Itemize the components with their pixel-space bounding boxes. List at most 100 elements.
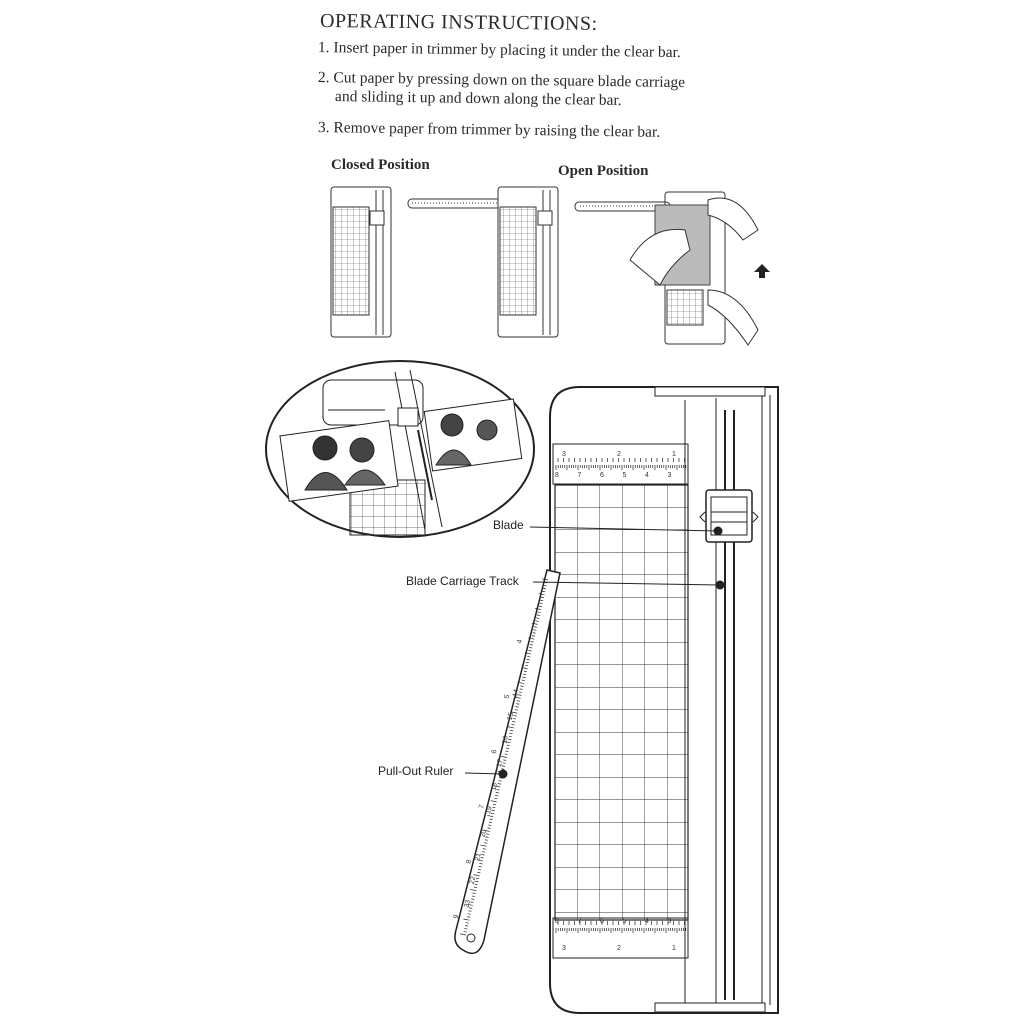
- scale-tick: [464, 925, 469, 927]
- scale-tick: [528, 650, 532, 652]
- scale-number: 23: [463, 899, 472, 908]
- scale-tick: [495, 792, 499, 794]
- scale-tick: [512, 721, 516, 723]
- scale-tick: [529, 644, 534, 646]
- scale-tick: [459, 933, 467, 936]
- scale-number: 5: [623, 472, 627, 479]
- scale-tick: [496, 789, 500, 791]
- scale-number: 6: [491, 749, 499, 754]
- scale-tick: [508, 738, 512, 741]
- scale-tick: [511, 711, 518, 714]
- scale-number: 9: [453, 914, 461, 919]
- scale-tick: [504, 741, 511, 744]
- scale-tick: [516, 703, 520, 705]
- scale-tick: [507, 726, 514, 729]
- scale-tick: [523, 670, 527, 673]
- scale-number: 19: [485, 805, 494, 814]
- scale-number: 15: [507, 712, 516, 721]
- scale-tick: [543, 584, 547, 587]
- scale-tick: [525, 661, 529, 664]
- scale-number: 8: [555, 918, 559, 925]
- scale-number: 4: [516, 639, 524, 644]
- scale-tick: [508, 735, 512, 738]
- pull-out-ruler[interactable]: [454, 569, 561, 955]
- blade-callout: Blade: [493, 518, 524, 532]
- scale-tick: [503, 759, 507, 761]
- scale-tick: [487, 815, 494, 818]
- scale-tick: [505, 750, 509, 752]
- scale-number: 20: [480, 829, 489, 838]
- scale-tick: [488, 824, 492, 826]
- scale-tick: [470, 901, 474, 903]
- scale-tick: [502, 762, 506, 764]
- pull-out-ruler-callout: Pull-Out Ruler: [378, 764, 454, 778]
- scale-number: 3: [668, 472, 672, 479]
- scale-tick: [475, 880, 479, 883]
- scale-number: 2: [617, 945, 621, 952]
- scale-tick: [527, 655, 531, 658]
- scale-tick: [468, 910, 472, 912]
- scale-tick: [525, 664, 529, 667]
- scale-tick: [482, 848, 486, 850]
- scale-tick: [484, 839, 488, 841]
- scale-tick: [501, 765, 506, 767]
- scale-tick: [538, 605, 542, 607]
- scale-tick: [537, 611, 541, 613]
- scale-tick: [516, 700, 521, 702]
- scale-tick: [510, 729, 514, 732]
- scale-tick: [521, 679, 525, 681]
- scale-tick: [495, 795, 499, 797]
- scale-tick: [514, 709, 519, 711]
- scale-tick: [478, 866, 482, 868]
- scale-number: 6: [600, 472, 604, 479]
- scale-tick: [501, 768, 505, 770]
- scale-tick: [474, 883, 478, 886]
- scale-tick: [473, 886, 478, 889]
- scale-number: 4: [645, 472, 649, 479]
- scale-number: 18: [490, 782, 499, 791]
- scale-tick: [470, 889, 477, 891]
- open-position-diagram-2: [574, 191, 770, 346]
- scale-tick: [464, 928, 468, 930]
- closed-position-heading: Closed Position: [331, 157, 430, 173]
- scale-tick: [488, 821, 493, 823]
- scale-number: 5: [504, 694, 512, 699]
- scale-number: 7: [578, 472, 582, 479]
- scale-tick: [483, 829, 490, 832]
- scale-tick: [480, 844, 487, 847]
- scale-tick: [530, 641, 534, 643]
- callout-lines: [464, 526, 725, 779]
- open-position-heading: Open Position: [558, 163, 649, 179]
- scale-tick: [520, 685, 524, 687]
- scale-tick: [542, 587, 547, 590]
- scale-tick: [521, 667, 528, 670]
- scale-tick: [492, 806, 496, 809]
- scale-number: 7: [478, 804, 486, 809]
- scale-tick: [463, 931, 467, 933]
- scale-number: 3: [562, 945, 566, 952]
- scale-number: 5: [623, 918, 627, 925]
- paper-trimmer: [454, 386, 779, 1014]
- scale-tick: [489, 818, 493, 820]
- blade-carriage-track-callout: Blade Carriage Track: [406, 574, 519, 588]
- blade-carriage[interactable]: [699, 489, 759, 543]
- scale-tick: [541, 578, 549, 581]
- scale-tick: [497, 783, 501, 785]
- scale-tick: [540, 596, 544, 599]
- scale-tick: [518, 691, 523, 693]
- scale-tick: [511, 724, 515, 726]
- scale-tick: [482, 851, 486, 853]
- scale-tick: [513, 715, 517, 717]
- blade-closeup-inset: [265, 360, 535, 538]
- scale-tick: [539, 602, 543, 605]
- scale-tick: [519, 688, 523, 690]
- scale-tick: [486, 833, 490, 835]
- scale-number: 16: [501, 735, 510, 744]
- scale-tick: [528, 637, 535, 640]
- scale-tick: [535, 620, 539, 622]
- scale-tick: [490, 812, 495, 815]
- scale-tick: [526, 658, 530, 661]
- scale-tick: [536, 617, 540, 619]
- scale-number: 8: [555, 472, 559, 479]
